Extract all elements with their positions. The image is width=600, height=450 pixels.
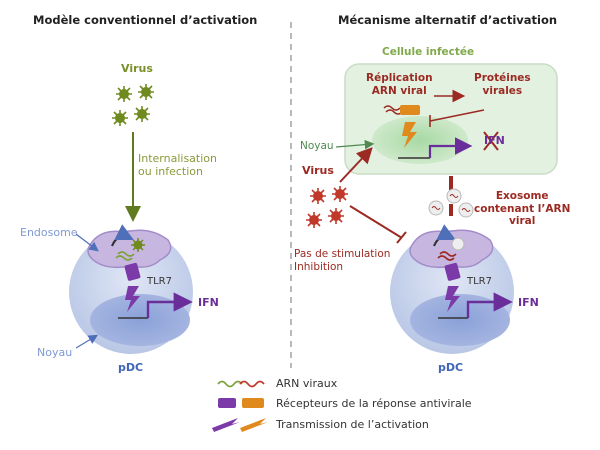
left-virus-cluster [112,84,154,126]
left-lightning [125,286,140,312]
no-stimulation-line-1: Pas de stimulation [294,248,391,260]
virus-to-infected-arrow [339,147,373,183]
replication-line-2: ARN viral [371,84,427,97]
proteins-label: Protéines virales [474,72,531,97]
right-endosome-arrow [432,224,456,247]
legend-rna-label: ARN viraux [276,377,338,390]
right-rna-strands [437,251,457,261]
infected-lightning [402,122,417,148]
endosome-pointer [75,233,99,252]
exosome-line-1: Exosome [495,190,549,202]
exosome-label: Exosome contenant l’ARN viral [474,190,570,228]
right-virus-cluster [306,186,348,228]
right-panel-title: Mécanisme alternatif d’activation [338,13,558,27]
right-lightning [445,286,460,312]
crossed-ifn-label: IFN [484,134,505,147]
exosome-rna [431,194,471,212]
left-endosome [87,229,172,269]
right-endosome-exosome [451,237,465,251]
left-pdc-label: pDC [118,361,144,374]
legend-receptor-purple [218,398,236,408]
left-ifn-label: IFN [198,296,219,309]
replication-label: Réplication ARN viral [366,72,433,97]
left-rna-strands [115,251,135,261]
left-noyau-label: Noyau [37,346,73,359]
proteins-line-1: Protéines [474,72,531,84]
replication-line-1: Réplication [366,72,433,84]
internalisation-line-1: Internalisation [138,152,217,165]
right-pdc-label: pDC [438,361,464,374]
legend-receptor-orange [242,398,264,408]
internalisation-line-2: ou infection [138,165,203,179]
right-noyau-label: Noyau [300,140,334,152]
legend-transmission-orange [240,418,268,432]
legend-receptor-label: Récepteurs de la réponse antivirale [276,397,472,410]
left-tlr7-label: TLR7 [147,276,172,287]
viral-rna-replication [383,105,403,115]
legend-transmission-purple [212,418,240,432]
right-endosome [409,229,494,269]
ifn-cross-mark [483,131,499,151]
left-tlr7-receptor [124,262,141,281]
legend-transmission-label: Transmission de l’activation [276,418,429,431]
noyau-right-pointer [335,139,375,150]
exosome-line-3: viral [509,215,536,228]
left-nucleus [90,294,190,346]
left-endosome-virus [131,238,145,252]
proteins-line-2: virales [482,84,523,97]
infected-ifn-arrow [428,137,473,158]
right-ifn-arrow [466,292,513,318]
left-virus-label: Virus [121,62,153,75]
proteins-inhibition [429,109,485,127]
right-ifn-label: IFN [518,296,539,309]
right-tlr7-label: TLR7 [467,276,492,287]
infected-nucleus [372,116,468,164]
legend-rna-symbols [217,380,265,388]
virus-inhibition-line [349,205,407,244]
no-stimulation-line-2: Inhibition [294,260,344,273]
right-tlr7-receptor [444,262,461,281]
endosome-label: Endosome [20,226,78,239]
infected-receptor [400,105,420,115]
left-endosome-arrow [110,224,134,247]
infected-cell-label: Cellule infectée [382,46,475,58]
noyau-pointer [75,334,99,349]
internalisation-label: Internalisation ou infection [138,152,217,178]
left-panel-title: Modèle conventionnel d’activation [33,13,258,27]
exosome-line-2: contenant l’ARN [474,202,571,215]
right-nucleus [410,294,510,346]
right-virus-label: Virus [302,164,334,177]
no-stimulation-label: Pas de stimulation Inhibition [294,248,390,273]
left-ifn-arrow [146,292,193,318]
